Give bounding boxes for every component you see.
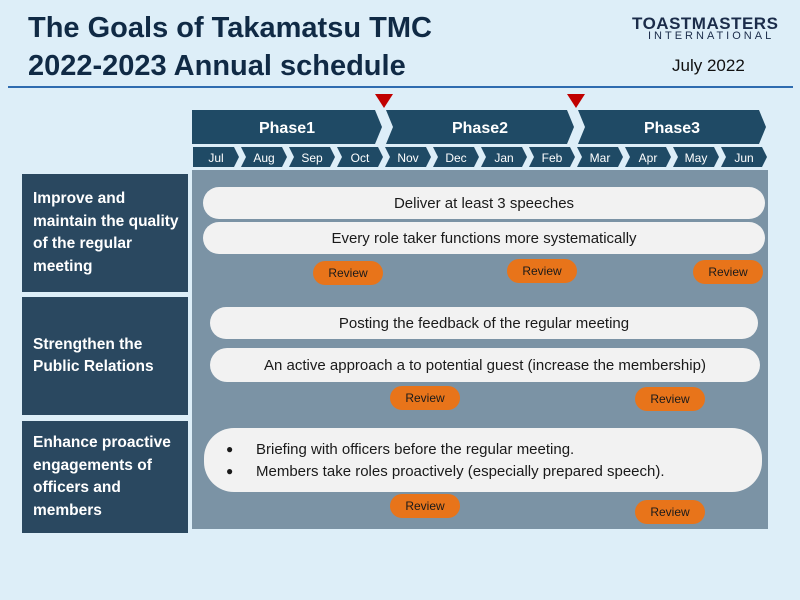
phase-marker-icon <box>375 94 393 108</box>
phase-marker-icon <box>567 94 585 108</box>
month-label: May <box>685 151 708 165</box>
month-chevron <box>625 147 671 167</box>
review-button[interactable]: Review <box>390 494 460 518</box>
month-chevron <box>385 147 431 167</box>
month-label: Feb <box>542 151 563 165</box>
bullet-icon: ● <box>226 464 234 478</box>
phase-label: Phase2 <box>452 120 508 137</box>
header-divider <box>8 86 793 88</box>
goal-item: Deliver at least 3 speeches <box>203 187 765 219</box>
review-button[interactable]: Review <box>507 259 577 283</box>
month-chevron <box>193 147 239 167</box>
phase-arrow <box>578 110 766 144</box>
month-chevron <box>433 147 479 167</box>
bullet-icon: ● <box>226 442 234 456</box>
month-label: Aug <box>253 151 274 165</box>
bullet-item: ● Members take roles proactively (especi… <box>226 460 762 482</box>
goal-item: Every role taker functions more systemat… <box>203 222 765 254</box>
bullet-text: Members take roles proactively (especial… <box>256 462 665 480</box>
phase-arrow <box>192 110 382 144</box>
month-chevron <box>529 147 575 167</box>
category-quality: Improve and maintain the quality of the … <box>22 174 188 292</box>
month-chevron <box>577 147 623 167</box>
phase-label: Phase1 <box>259 120 315 137</box>
month-chevron <box>241 147 287 167</box>
date-label: July 2022 <box>672 56 745 75</box>
goal-bullet-box: ● Briefing with officers before the regu… <box>204 428 762 492</box>
review-button[interactable]: Review <box>635 387 705 411</box>
phase-label: Phase3 <box>644 120 700 137</box>
month-label: Jan <box>494 151 513 165</box>
month-chevron <box>721 147 767 167</box>
month-chevron <box>289 147 335 167</box>
month-label: Dec <box>445 151 466 165</box>
page-subtitle: 2022-2023 Annual schedule <box>28 50 406 82</box>
month-label: Jul <box>208 151 223 165</box>
month-label: Apr <box>639 151 658 165</box>
month-label: Jun <box>734 151 753 165</box>
review-button[interactable]: Review <box>635 500 705 524</box>
month-label: Nov <box>397 151 418 165</box>
review-button[interactable]: Review <box>390 386 460 410</box>
review-button[interactable]: Review <box>693 260 763 284</box>
bullet-item: ● Briefing with officers before the regu… <box>226 438 762 460</box>
month-label: Oct <box>351 151 370 165</box>
month-label: Mar <box>590 151 611 165</box>
bullet-text: Briefing with officers before the regula… <box>256 440 575 458</box>
category-engagement: Enhance proactive engagements of officer… <box>22 421 188 533</box>
phase-arrow <box>386 110 574 144</box>
goal-item: An active approach a to potential guest … <box>210 348 760 382</box>
goal-item: Posting the feedback of the regular meet… <box>210 307 758 339</box>
category-public-relations: Strengthen the Public Relations <box>22 297 188 415</box>
toastmasters-logo-subtext: INTERNATIONAL <box>648 30 775 42</box>
review-button[interactable]: Review <box>313 261 383 285</box>
month-label: Sep <box>301 151 323 165</box>
month-chevron <box>481 147 527 167</box>
month-chevron <box>337 147 383 167</box>
page-title: The Goals of Takamatsu TMC <box>28 12 432 44</box>
toastmasters-logo: TOASTMASTERS <box>632 14 779 33</box>
month-chevron <box>673 147 719 167</box>
